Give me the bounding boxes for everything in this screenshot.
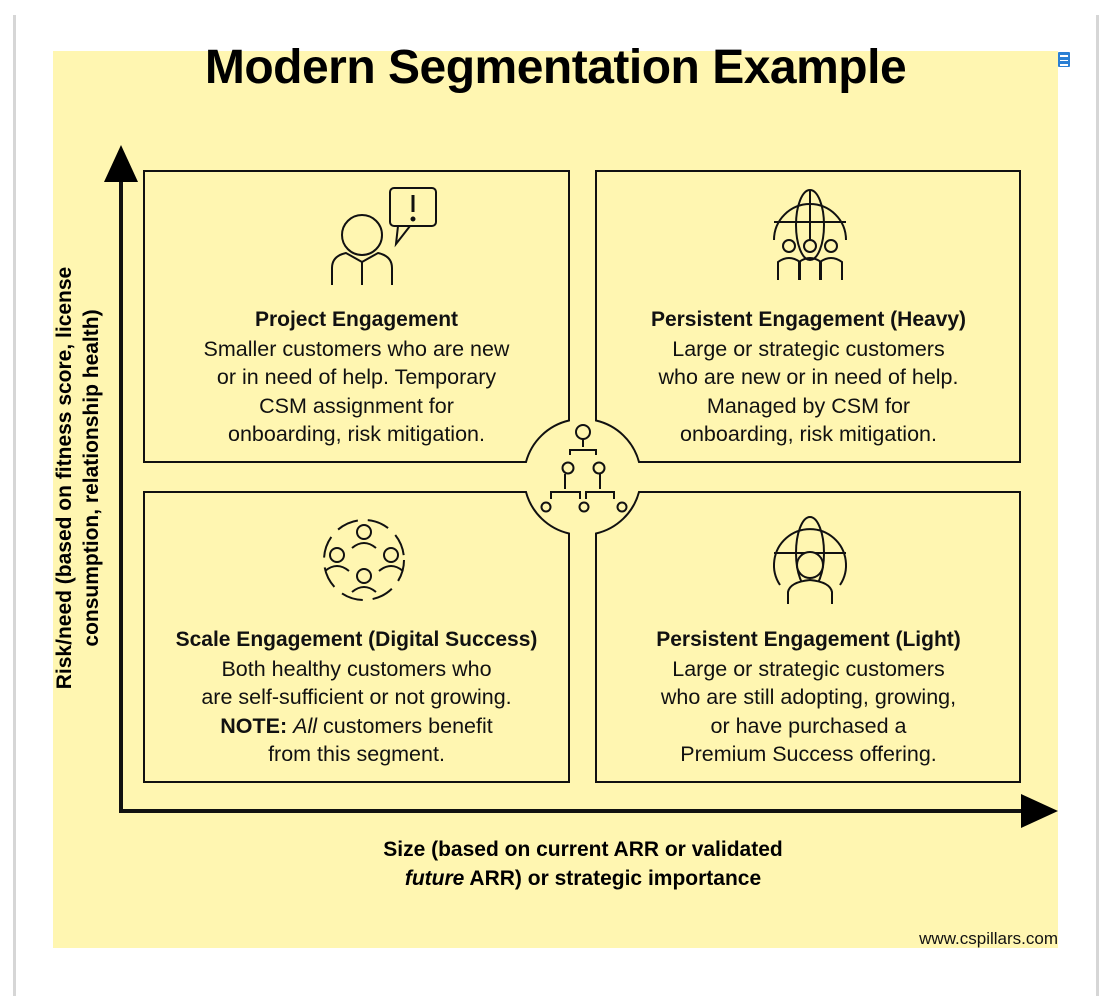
quadrant-line: Large or strategic customers [672, 336, 945, 361]
quadrant-line: are self-sufficient or not growing. [201, 685, 512, 709]
quadrant-line: or have purchased a [710, 713, 907, 738]
quadrant-line: who are new or in need of help. [658, 365, 959, 389]
quadrant-heading: Persistent Engagement (Heavy) [650, 308, 967, 331]
quadrant-scale-engagement: Scale Engagement (Digital Success) Both … [144, 626, 569, 769]
x-axis-rest: ARR) or strategic importance [464, 867, 762, 890]
quadrant-line: Premium Success offering. [680, 742, 937, 766]
quadrant-heading: Project Engagement [254, 308, 459, 331]
source-url: www.cspillars.com [919, 929, 1058, 948]
x-axis-italic: future [404, 867, 465, 890]
x-axis-label: Size (based on current ARR or validated … [283, 835, 883, 893]
x-axis-arrowhead [1021, 794, 1058, 828]
quadrant-project-engagement: Project Engagement Smaller customers who… [144, 306, 569, 449]
quadrant-heading: Persistent Engagement (Light) [656, 628, 961, 651]
quadrant-box-heavy [595, 170, 1021, 463]
quadrant-box-scale [143, 491, 570, 783]
quadrant-line: onboarding, risk mitigation. [680, 422, 937, 446]
x-axis-label-line: future ARR) or strategic importance [283, 864, 883, 893]
quadrant-line: Managed by CSM for [706, 393, 911, 418]
quadrant-line: from this segment. [268, 742, 445, 766]
y-axis-label: Risk/need (based on fitness score, licen… [51, 267, 105, 690]
quadrant-box-project [143, 170, 570, 463]
quadrant-persistent-light: Persistent Engagement (Light) Large or s… [596, 626, 1021, 769]
infographic-panel [53, 51, 1058, 948]
left-scroll-edge [13, 15, 16, 996]
quadrant-persistent-heavy: Persistent Engagement (Heavy) Large or s… [596, 306, 1021, 449]
page-title: Modern Segmentation Example [204, 41, 907, 94]
document-icon[interactable] [1058, 52, 1070, 67]
quadrant-line: onboarding, risk mitigation. [228, 422, 485, 446]
community-circle-icon [323, 519, 405, 601]
x-axis-label-line: Size (based on current ARR or validated [383, 838, 783, 861]
quadrant-note: NOTE: All customers benefit [144, 712, 569, 741]
note-italic: All [293, 713, 318, 738]
quadrant-line: Smaller customers who are new [203, 336, 510, 361]
quadrant-box-light [595, 491, 1021, 783]
right-scroll-edge [1096, 15, 1099, 996]
y-axis-label-line: Risk/need (based on fitness score, licen… [53, 266, 76, 690]
person-alert-icon [331, 187, 437, 285]
note-label: NOTE: [220, 713, 288, 738]
quadrant-line: CSM assignment for [259, 393, 454, 418]
y-axis-label-line: consumption, relationship health) [80, 309, 103, 647]
globe-person-icon [773, 516, 847, 604]
quadrant-line: Both healthy customers who [221, 656, 492, 681]
quadrant-line: who are still adopting, growing, [660, 685, 957, 709]
quadrant-line: Large or strategic customers [672, 656, 945, 681]
quadrant-line: or in need of help. Temporary [216, 365, 497, 389]
hierarchy-icon [540, 424, 628, 513]
y-axis-arrowhead [104, 145, 138, 182]
quadrant-heading: Scale Engagement (Digital Success) [175, 628, 538, 651]
globe-group-icon [773, 189, 847, 280]
note-rest: customers benefit [317, 713, 493, 738]
